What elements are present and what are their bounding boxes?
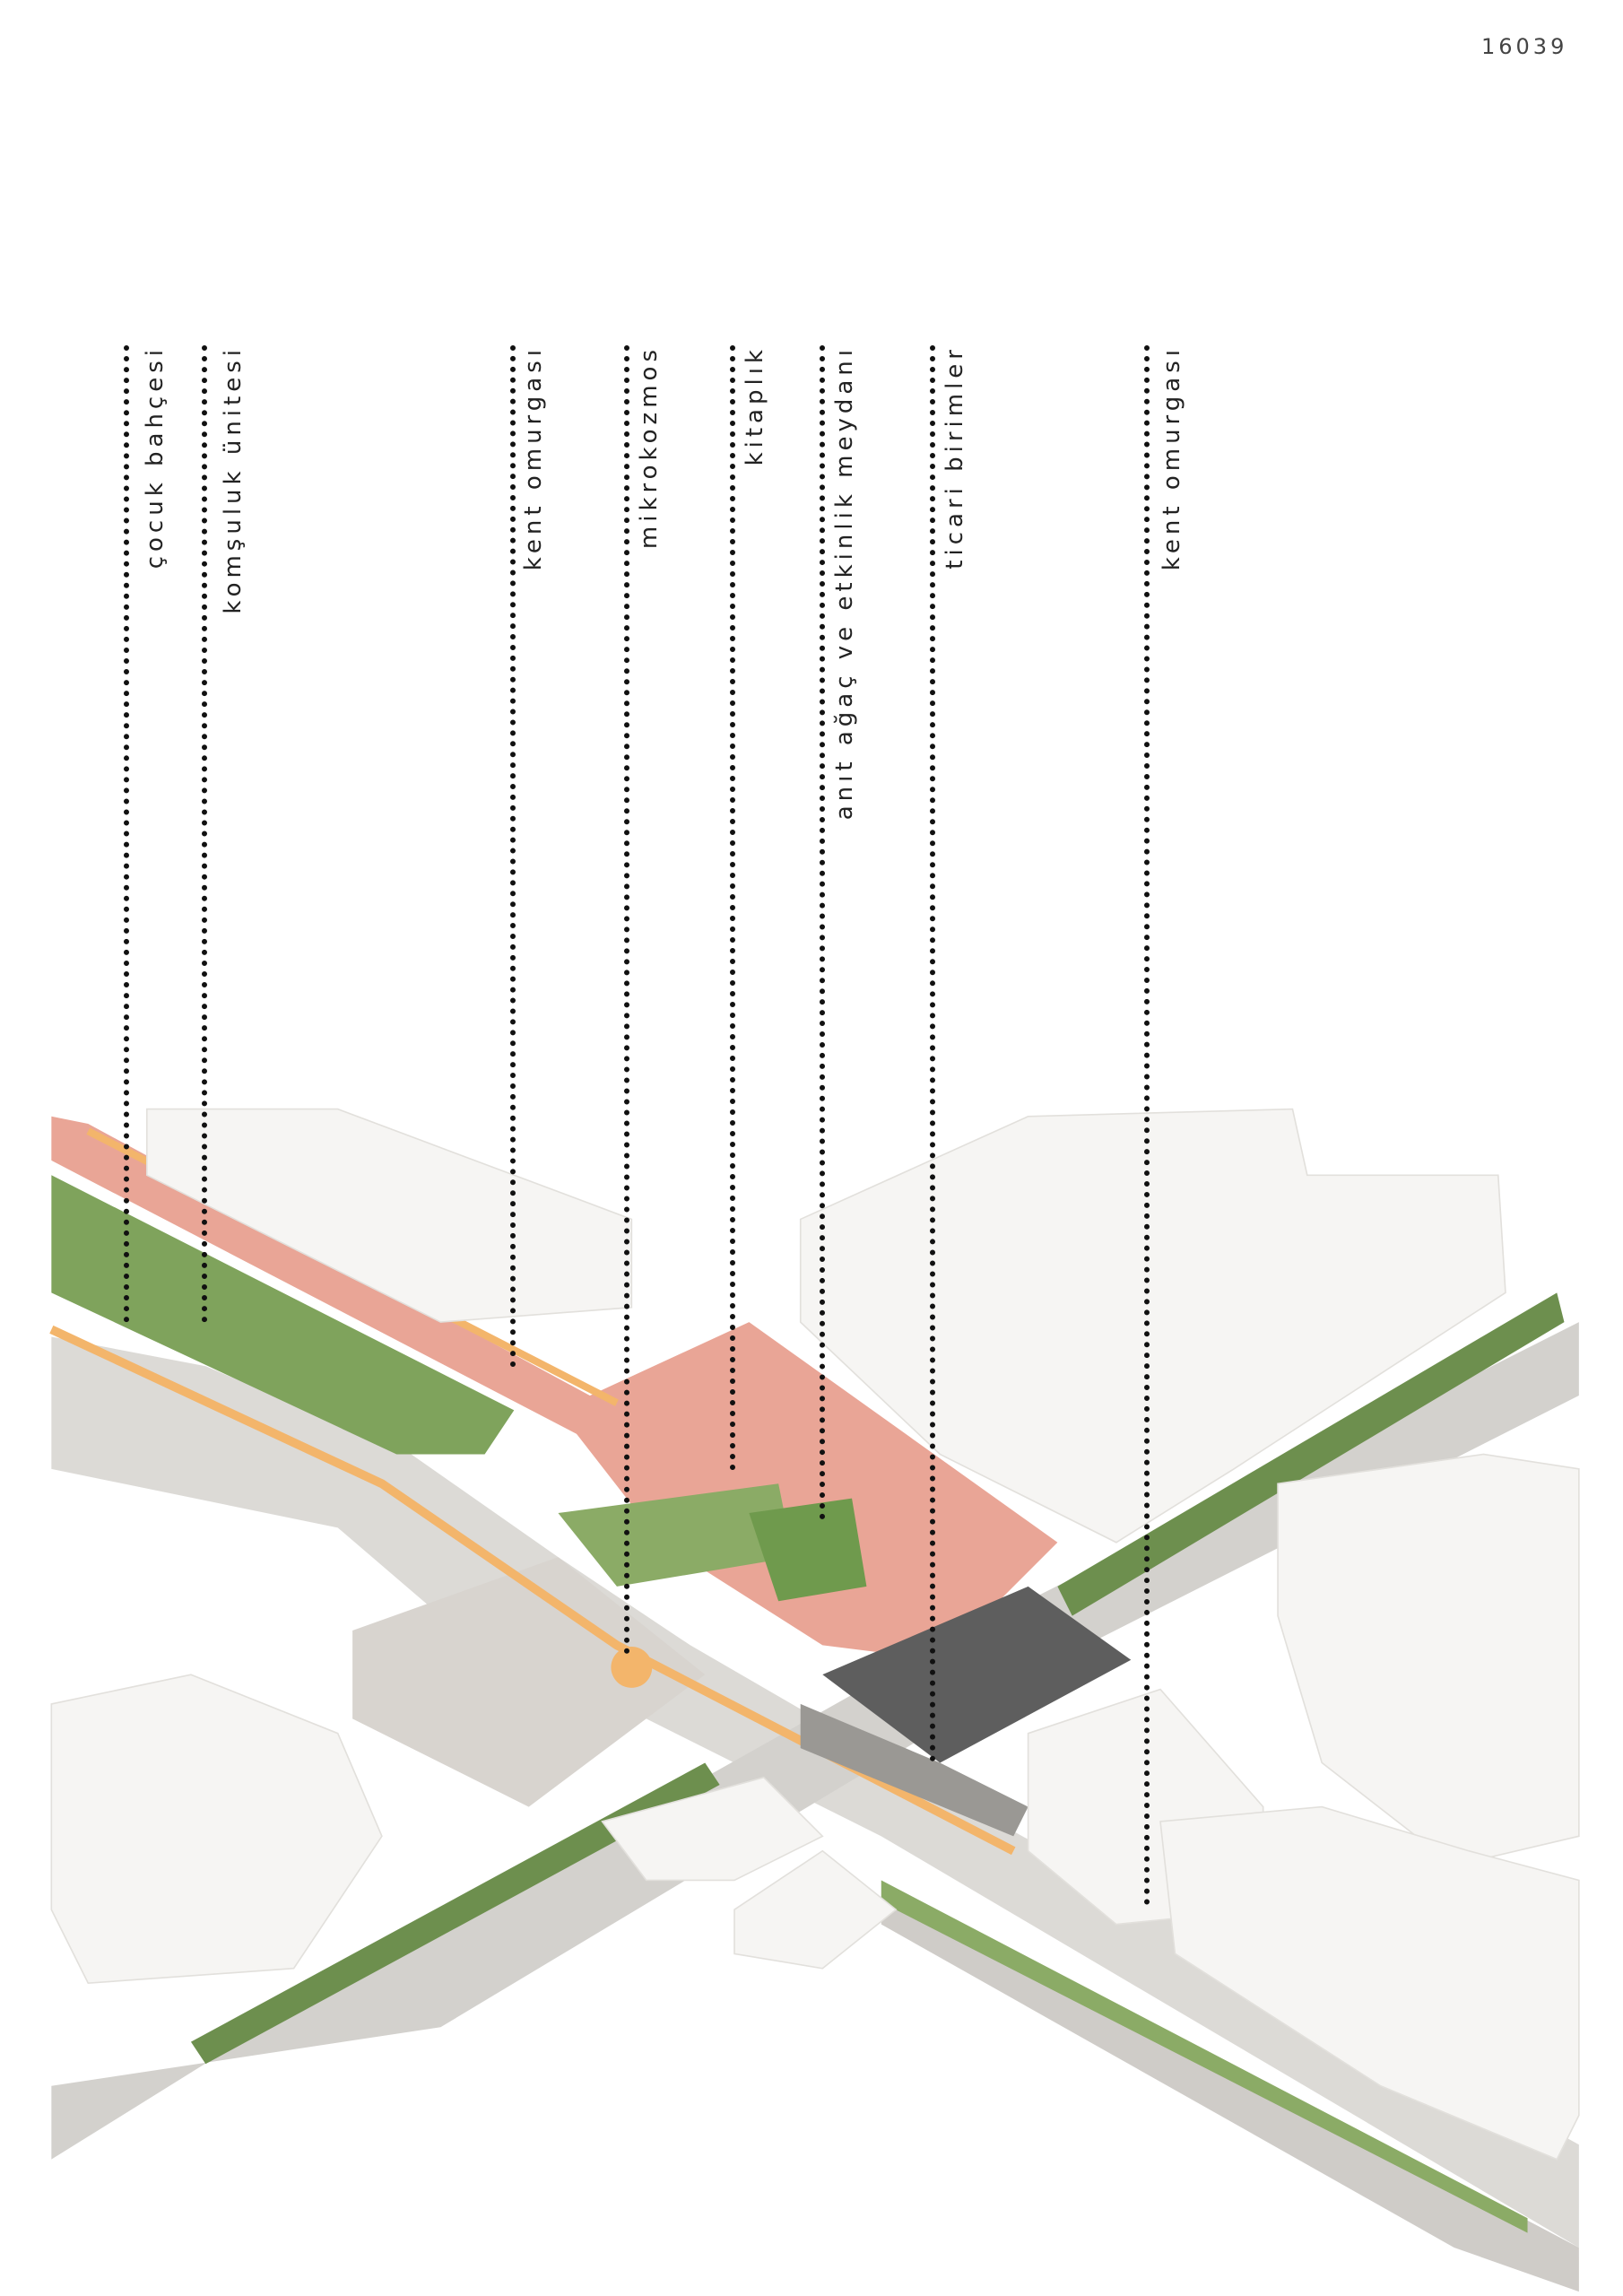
leader-line-komsuluk-unitesi (202, 345, 207, 1323)
underpass (822, 1586, 1132, 1763)
tree-row-south (881, 1880, 1528, 2233)
page-number: 16039 (1481, 34, 1568, 59)
label-kent-omurgasi: kent omurgası (520, 345, 547, 571)
central-square (352, 1557, 706, 1807)
label-cocuk-bahcesi: çocuk bahçesi (142, 345, 169, 570)
label-kent-omurgasi-2: kent omurgası (1159, 345, 1185, 571)
leader-line-kent-omurgasi (510, 345, 516, 1368)
label-komsuluk-unitesi: komşuluk ünitesi (220, 345, 247, 614)
commercial-units (800, 1703, 1028, 1837)
leader-line-cocuk-bahcesi (124, 345, 129, 1323)
label-anit-agac-ve-etkinlik-meydani: anıt ağaç ve etkinlik meydanı (831, 345, 858, 821)
microcosmos-garden (558, 1483, 794, 1587)
leader-line-ticari-birimler (930, 345, 935, 1762)
leader-line-kent-omurgasi-2 (1144, 345, 1150, 1906)
leader-line-anit-agac (820, 345, 825, 1520)
leader-line-mikrokozmos (624, 345, 629, 1655)
leader-line-kitaplik (730, 345, 735, 1471)
microcosmos-sphere (611, 1647, 653, 1688)
label-mikrokozmos: mikrokozmos (636, 345, 663, 550)
building (601, 1776, 824, 1882)
building (799, 1108, 1506, 1544)
green-strip-sw (190, 1762, 720, 2065)
label-kitaplik: kitaplık (742, 345, 768, 466)
green-strip-east (1057, 1292, 1565, 1616)
building (1159, 1805, 1580, 2161)
label-ticari-birimler: ticari birimler (942, 345, 968, 570)
building (1277, 1453, 1580, 1866)
building (50, 1674, 383, 1984)
building (733, 1849, 898, 1970)
monument-tree (749, 1498, 867, 1602)
childrens-garden (51, 1175, 515, 1455)
